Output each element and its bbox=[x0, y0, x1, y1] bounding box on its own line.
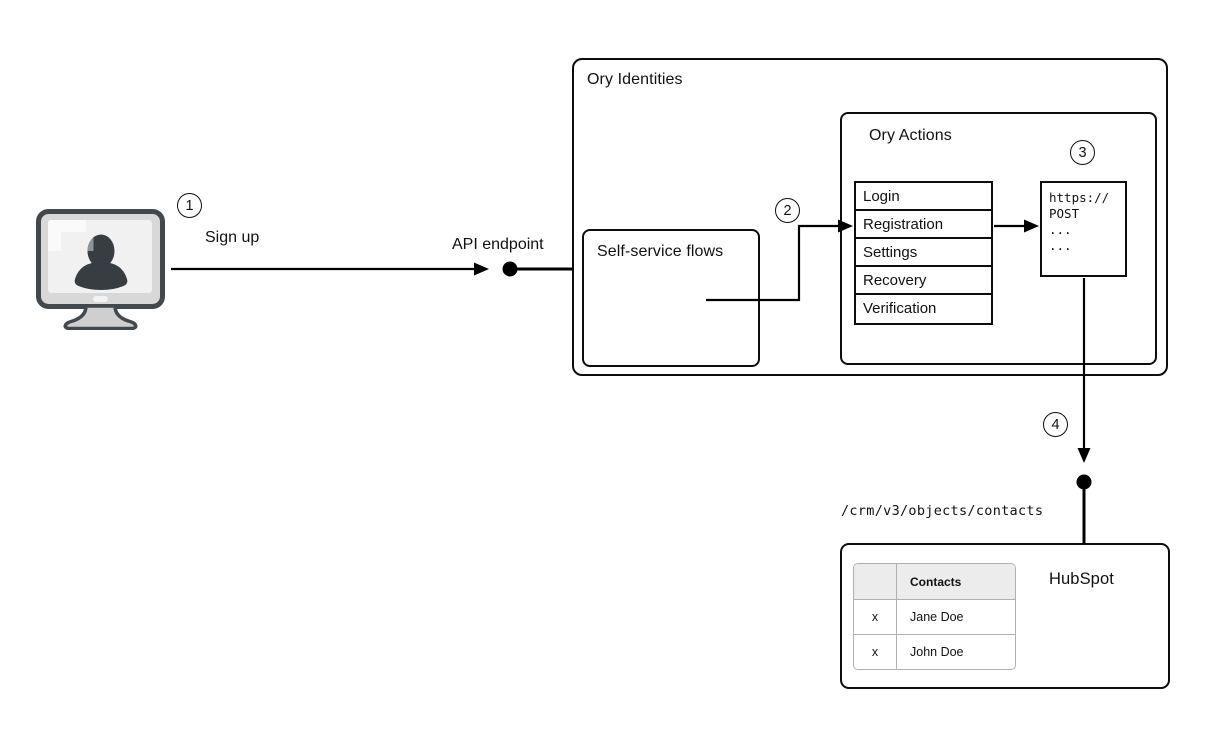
hubspot-title: HubSpot bbox=[1049, 570, 1114, 588]
ory-identities-title: Ory Identities bbox=[587, 71, 683, 88]
step-2-badge: 2 bbox=[775, 198, 800, 223]
contact-row-name: Jane Doe bbox=[910, 610, 964, 624]
contact-row-marker: x bbox=[854, 635, 897, 669]
contact-row: x John Doe bbox=[854, 634, 1015, 669]
contacts-header-label: Contacts bbox=[910, 574, 962, 589]
contacts-table: Contacts x Jane Doe x John Doe bbox=[853, 563, 1016, 670]
user-computer-icon bbox=[36, 209, 165, 330]
flow-row-settings: Settings bbox=[856, 239, 991, 267]
self-service-flows-title: Self-service flows bbox=[597, 243, 724, 260]
api-endpoint-dot bbox=[502, 261, 518, 277]
contact-row-marker: x bbox=[854, 600, 897, 634]
contact-row: x Jane Doe bbox=[854, 599, 1015, 634]
crm-endpoint-path-label: /crm/v3/objects/contacts bbox=[841, 503, 1044, 519]
self-service-flows-box: Self-service flows bbox=[582, 229, 760, 367]
contacts-table-header: Contacts bbox=[854, 564, 1015, 599]
flow-row-registration: Registration bbox=[856, 211, 991, 239]
contact-row-name: John Doe bbox=[910, 645, 964, 659]
api-endpoint-label: API endpoint bbox=[452, 236, 544, 253]
contacts-header-empty-cell bbox=[854, 564, 897, 599]
ory-actions-title: Ory Actions bbox=[869, 127, 952, 144]
hubspot-box: Contacts x Jane Doe x John Doe HubSpot bbox=[840, 543, 1170, 689]
webhook-request-box: https:// POST ... ... bbox=[1040, 181, 1127, 277]
flow-row-verification: Verification bbox=[856, 295, 991, 323]
crm-endpoint-dot bbox=[1076, 474, 1092, 490]
step-4-badge: 4 bbox=[1043, 412, 1068, 437]
flow-list: Login Registration Settings Recovery Ver… bbox=[854, 181, 993, 325]
flow-row-login: Login bbox=[856, 183, 991, 211]
flow-row-recovery: Recovery bbox=[856, 267, 991, 295]
step-3-badge: 3 bbox=[1070, 140, 1095, 165]
step-1-badge: 1 bbox=[177, 193, 202, 218]
sign-up-label: Sign up bbox=[205, 229, 260, 246]
